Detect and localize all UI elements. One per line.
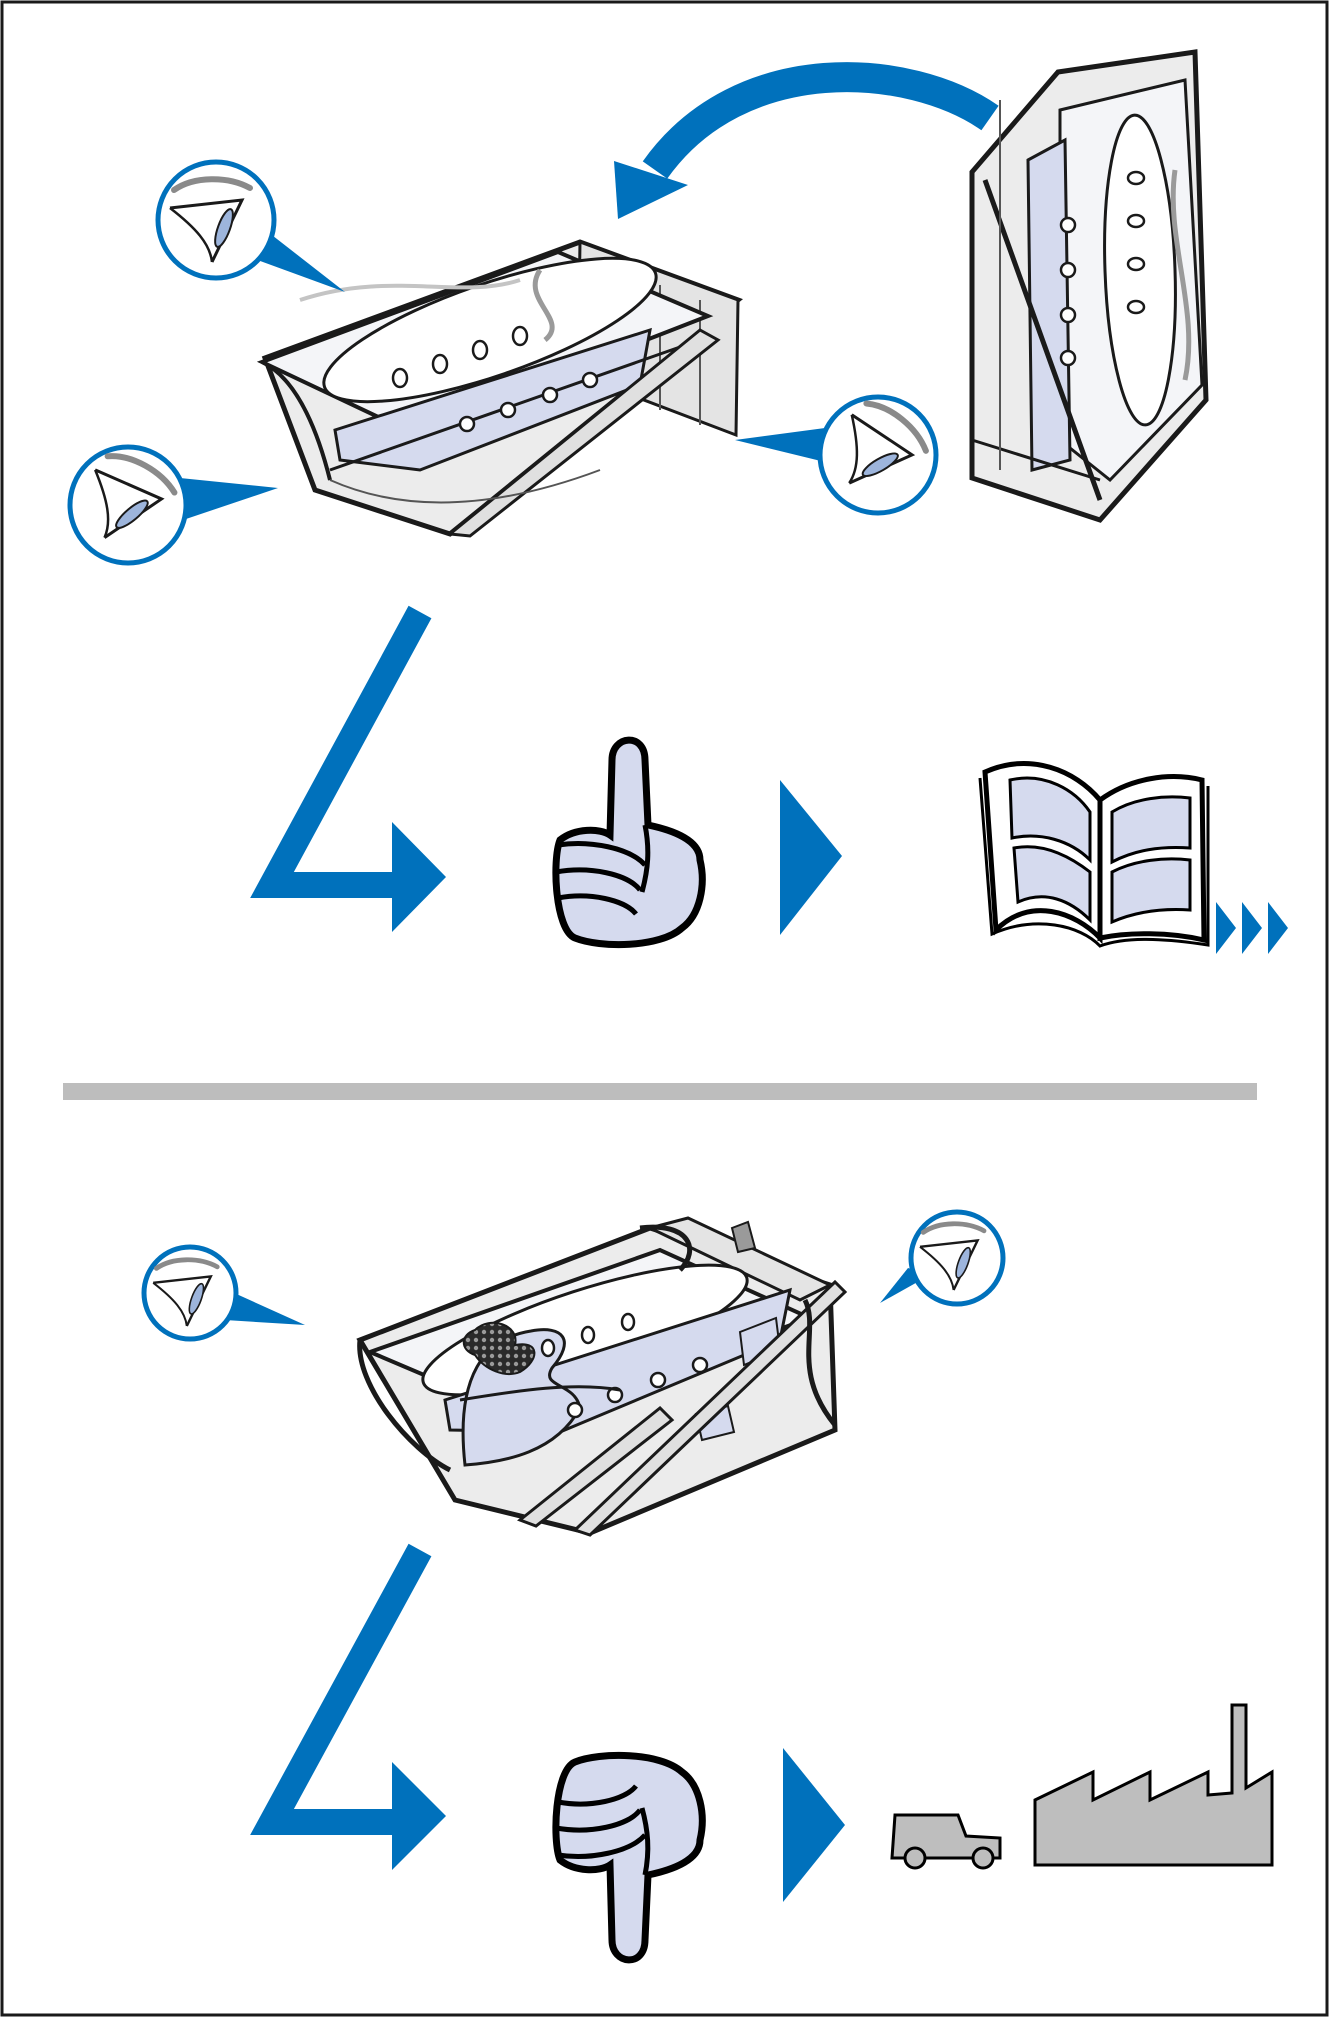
- section-divider: [63, 1083, 1257, 1100]
- manual-book-icon: [980, 764, 1208, 946]
